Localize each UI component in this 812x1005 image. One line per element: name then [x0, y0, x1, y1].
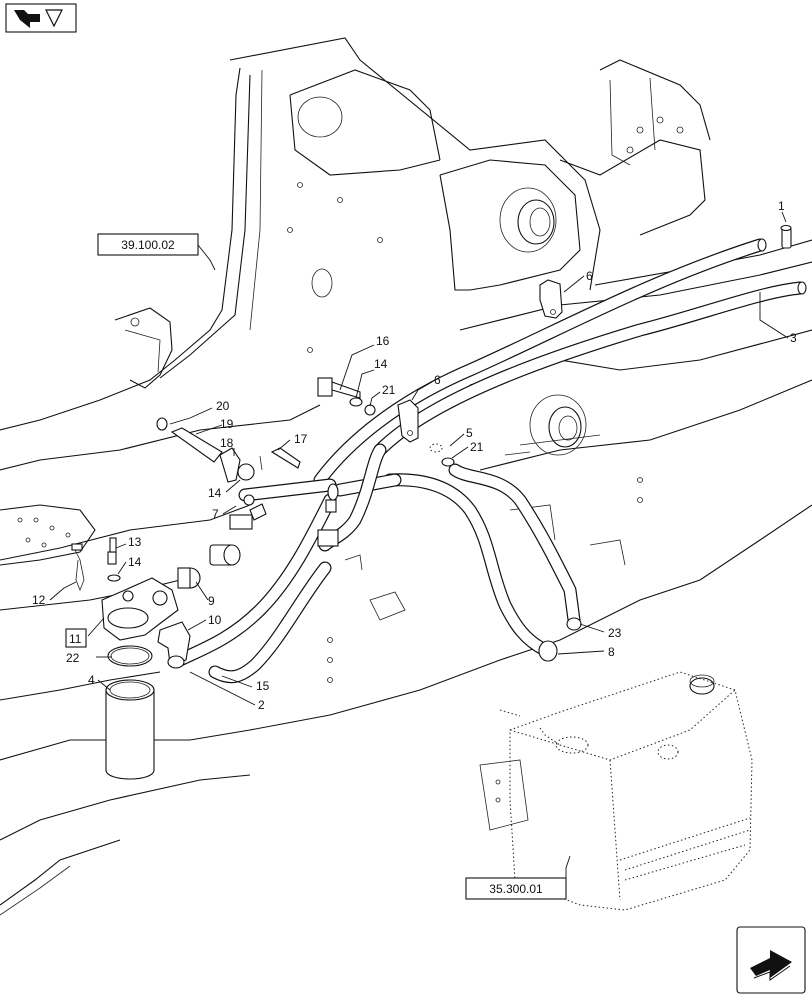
- ref-box-frame[interactable]: 39.100.02: [97, 233, 199, 256]
- ref-box-tank[interactable]: 35.300.01: [465, 877, 567, 900]
- hose-8: [333, 473, 558, 662]
- callout-6-lower[interactable]: 6: [434, 373, 441, 387]
- next-page-arrow-icon[interactable]: [736, 926, 806, 994]
- callout-23[interactable]: 23: [608, 626, 622, 640]
- callout-1[interactable]: 1: [778, 199, 785, 213]
- fuel-tank: [479, 671, 753, 911]
- callout-4[interactable]: 4: [88, 673, 95, 687]
- leader-lines: [49, 211, 789, 878]
- hose-2: [173, 493, 337, 667]
- callout-19[interactable]: 19: [220, 417, 234, 431]
- callout-2[interactable]: 2: [258, 698, 265, 712]
- callout-18[interactable]: 18: [220, 436, 234, 450]
- callout-14-bolt[interactable]: 14: [374, 357, 388, 371]
- callout-16[interactable]: 16: [376, 334, 390, 348]
- callout-3[interactable]: 3: [790, 331, 797, 345]
- callout-22[interactable]: 22: [66, 651, 80, 665]
- ref-frame-label: 39.100.02: [121, 238, 175, 252]
- callout-9[interactable]: 9: [208, 594, 215, 608]
- callout-12[interactable]: 12: [32, 593, 46, 607]
- hose-1: [313, 238, 767, 487]
- hose-23: [448, 463, 582, 631]
- view-orientation-icon[interactable]: [5, 3, 77, 33]
- callout-20[interactable]: 20: [216, 399, 230, 413]
- callout-5[interactable]: 5: [466, 426, 473, 440]
- callout-13[interactable]: 13: [128, 535, 142, 549]
- fitting-parts: [71, 224, 807, 780]
- hose-15: [208, 478, 337, 684]
- callout-15[interactable]: 15: [256, 679, 270, 693]
- callout-box-11: [65, 628, 87, 648]
- callout-10[interactable]: 10: [208, 613, 222, 627]
- callout-14-clamp[interactable]: 14: [208, 486, 222, 500]
- callout-6-upper[interactable]: 6: [586, 269, 593, 283]
- callout-7[interactable]: 7: [212, 507, 219, 521]
- callout-17[interactable]: 17: [294, 432, 308, 446]
- callout-21-lower[interactable]: 21: [470, 440, 484, 454]
- callout-8[interactable]: 8: [608, 645, 615, 659]
- callout-numbers: 1 2 3 4 5 6 6 7 8 9 10 11 12 13 14 14 14…: [32, 199, 797, 712]
- callout-21-upper[interactable]: 21: [382, 383, 396, 397]
- callout-14-filter[interactable]: 14: [128, 555, 142, 569]
- callout-11[interactable]: 11: [69, 632, 82, 646]
- ref-tank-label: 35.300.01: [489, 882, 543, 896]
